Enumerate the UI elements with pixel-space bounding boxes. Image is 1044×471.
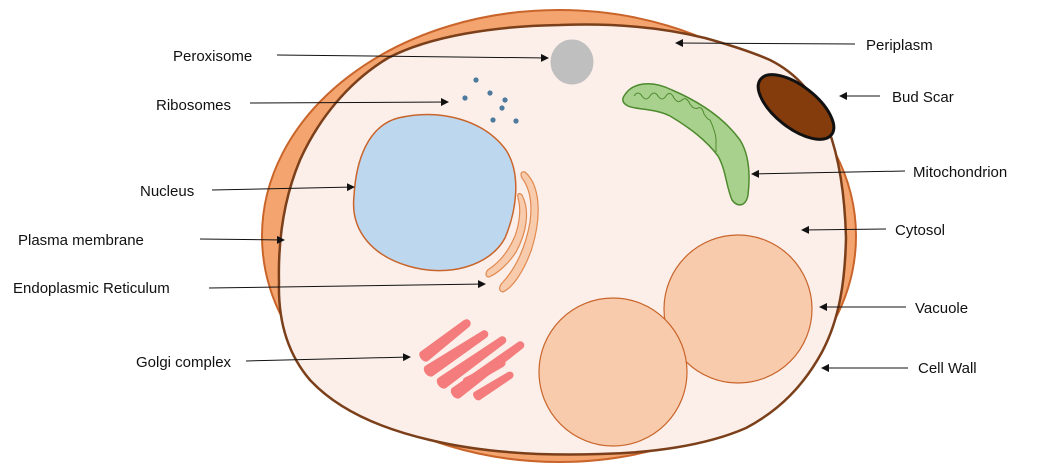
label-bud-scar: Bud Scar [892, 89, 954, 106]
label-golgi-complex: Golgi complex [136, 354, 232, 371]
label-cell-wall: Cell Wall [918, 360, 977, 377]
label-plasma-membrane: Plasma membrane [18, 232, 144, 249]
ribosome [513, 118, 518, 123]
label-nucleus: Nucleus [140, 183, 194, 200]
vacuole-lower [539, 298, 687, 446]
ribosome [473, 77, 478, 82]
peroxisome [551, 40, 593, 84]
label-endoplasmic-reticulum: Endoplasmic Reticulum [13, 280, 170, 297]
ribosome [462, 95, 467, 100]
ribosome [490, 117, 495, 122]
label-cytosol: Cytosol [895, 222, 945, 239]
label-peroxisome: Peroxisome [173, 48, 252, 65]
nucleus [354, 115, 516, 271]
ribosome [502, 97, 507, 102]
label-ribosomes: Ribosomes [156, 97, 231, 114]
ribosome [487, 90, 492, 95]
label-vacuole: Vacuole [915, 300, 968, 317]
label-periplasm: Periplasm [866, 37, 933, 54]
ribosome [499, 105, 504, 110]
label-mitochondrion: Mitochondrion [913, 164, 1007, 181]
